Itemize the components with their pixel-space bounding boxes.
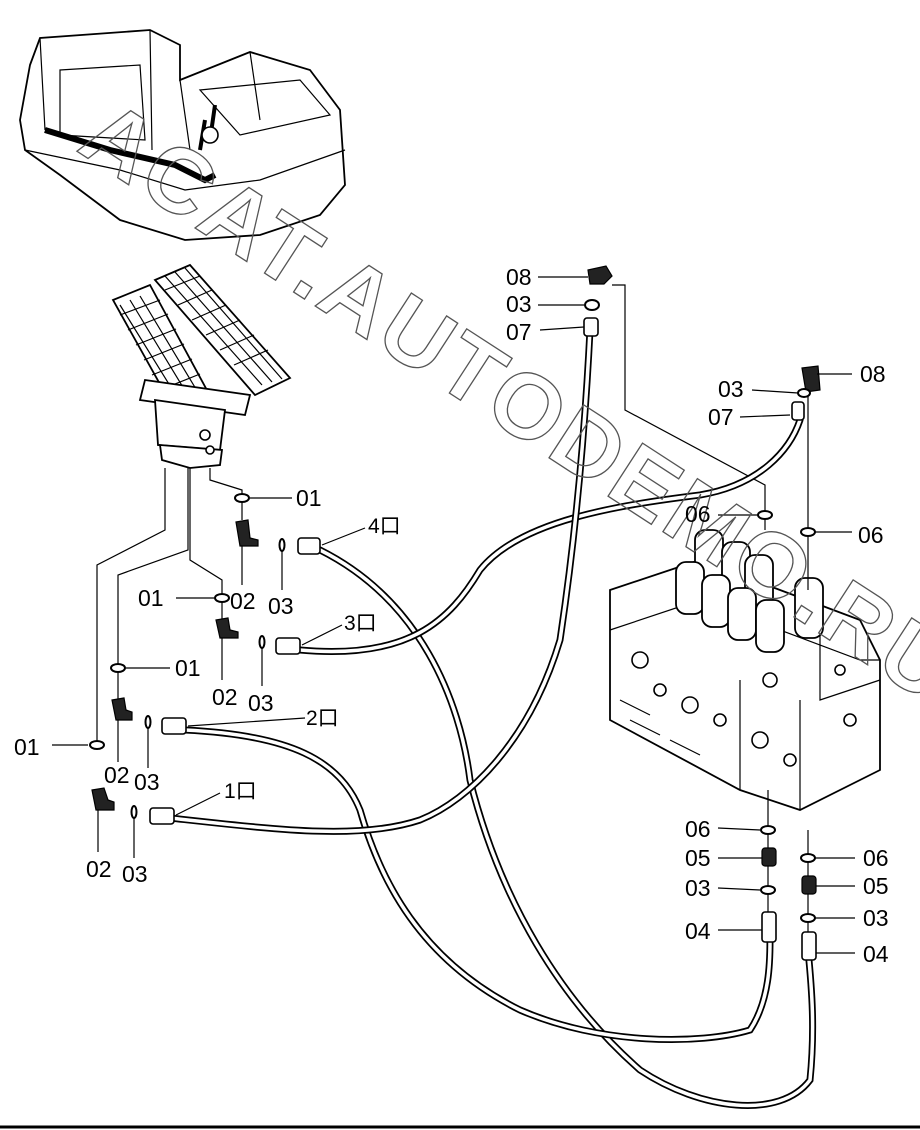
hoses <box>166 326 817 1109</box>
spool-caps <box>675 529 824 653</box>
label-02: 02 <box>230 588 256 614</box>
label-port-4: 4口 <box>368 515 401 538</box>
label-04: 04 <box>863 941 889 967</box>
label-06: 06 <box>858 522 884 548</box>
label-port-2: 2口 <box>306 707 339 730</box>
label-port-1: 1口 <box>224 780 257 803</box>
oring-01-b <box>214 593 230 603</box>
control-valve-illustration <box>609 529 881 811</box>
label-04: 04 <box>685 918 711 944</box>
right-fittings <box>583 265 821 961</box>
label-03: 03 <box>685 875 711 901</box>
label-03: 03 <box>268 593 294 619</box>
label-03: 03 <box>134 769 160 795</box>
label-06: 06 <box>863 845 889 871</box>
label-01: 01 <box>14 734 40 760</box>
label-02: 02 <box>86 856 112 882</box>
label-02: 02 <box>212 684 238 710</box>
oring-01-a <box>234 493 250 503</box>
label-01: 01 <box>138 585 164 611</box>
label-08: 08 <box>506 264 532 290</box>
label-05: 05 <box>863 873 889 899</box>
excavator-illustration <box>19 29 346 241</box>
label-05: 05 <box>685 845 711 871</box>
label-03: 03 <box>718 376 744 402</box>
label-03: 03 <box>122 861 148 887</box>
label-03: 03 <box>863 905 889 931</box>
label-01: 01 <box>175 655 201 681</box>
label-06: 06 <box>685 816 711 842</box>
label-02: 02 <box>104 762 130 788</box>
oring-01-c <box>110 663 126 673</box>
label-06: 06 <box>685 501 711 527</box>
label-07: 07 <box>708 404 734 430</box>
leader-lines <box>52 276 855 954</box>
label-03: 03 <box>506 291 532 317</box>
label-port-3: 3口 <box>344 612 377 635</box>
label-07: 07 <box>506 319 532 345</box>
label-01: 01 <box>296 485 322 511</box>
pedal-valve-illustration <box>111 263 292 469</box>
part-labels: 01 01 01 01 02 02 02 02 03 03 03 03 4口 3… <box>14 264 889 967</box>
left-fittings <box>89 493 321 825</box>
oring-01-d <box>89 740 105 750</box>
label-08: 08 <box>860 361 886 387</box>
label-03: 03 <box>248 690 274 716</box>
